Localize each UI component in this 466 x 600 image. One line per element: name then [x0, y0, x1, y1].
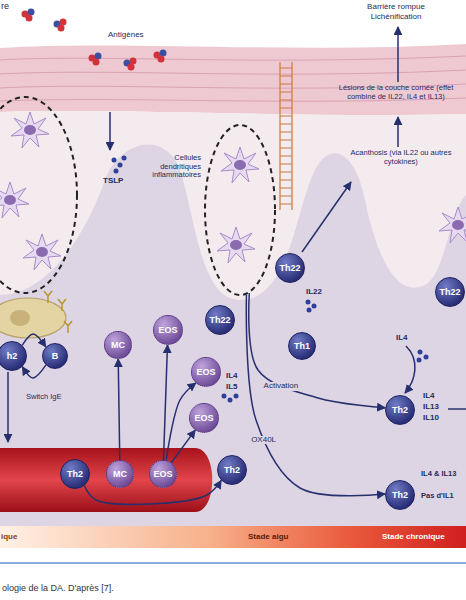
dendritic-zone-outline — [0, 97, 77, 293]
plasma-cell — [0, 291, 72, 338]
cell-label: EOS — [158, 326, 177, 335]
figure-frame — [0, 562, 466, 564]
cell-label: Th2 — [67, 470, 83, 479]
cell-label: MC — [113, 470, 127, 479]
cell-label: Th2 — [392, 491, 408, 500]
dendritic-cell — [217, 227, 255, 263]
cell-label: EOS — [194, 414, 213, 423]
annotation: Lésions de la couche cornée (effet combi… — [328, 84, 464, 101]
annotation: Pas d'IL1 — [421, 492, 454, 501]
dendritic-cell — [439, 207, 466, 243]
lymphocyte-cell: Th22 — [275, 253, 305, 283]
lymphocyte-cell: Th2 — [385, 480, 415, 510]
granulocyte-cell: EOS — [149, 460, 177, 488]
stage-label: Stade aigu — [248, 532, 288, 541]
stage-label: ique — [1, 532, 17, 541]
arrows — [8, 27, 466, 442]
granulocyte-cell: EOS — [153, 315, 183, 345]
lymphocyte-cell: B — [42, 343, 68, 369]
zone-outline — [205, 125, 275, 295]
dermis — [0, 145, 466, 526]
cell-label: EOS — [153, 470, 172, 479]
dendritic-cell — [23, 234, 61, 270]
cell-label: h2 — [7, 352, 18, 361]
arrow-connector — [22, 365, 45, 378]
lymphocyte-cell: Th2 — [217, 455, 247, 485]
dendritic-cell — [221, 147, 259, 183]
annotation: IL10 — [423, 413, 439, 422]
annotation: IL4 — [226, 371, 238, 380]
arrow-connector — [246, 295, 385, 496]
epidermis — [0, 111, 466, 526]
granulocyte-cell: MC — [104, 331, 132, 359]
dendritic-cell — [0, 182, 29, 218]
annotation: IL4 — [423, 391, 435, 400]
arrow-connector — [118, 359, 120, 460]
zone-heading: Cellules dendritiques inflammatoires — [137, 154, 201, 180]
annotation: re — [1, 1, 9, 11]
cell-label: Th2 — [224, 466, 240, 475]
annotation: Antigènes — [108, 30, 144, 39]
cytokine-dots — [112, 156, 429, 403]
desmosome-ladder — [280, 62, 292, 210]
edge-label: OX40L — [250, 436, 277, 445]
stage-bar — [0, 526, 466, 548]
dendritic-cell-zone: Cellules dendritiques inflammatoires — [204, 124, 276, 296]
annotation: IL4 & IL13 — [421, 470, 463, 479]
annotation: IL22 — [306, 287, 322, 296]
cell-label: Th22 — [439, 288, 460, 297]
figure-caption: ologie de la DA. D'après [7]. — [2, 583, 114, 593]
cell-label: MC — [111, 341, 125, 350]
annotation: IL5 — [226, 382, 238, 391]
dendritic-cell — [11, 112, 49, 148]
annotation: IL13 — [423, 402, 439, 411]
arrow-connector — [171, 430, 195, 463]
annotation: Switch IgE — [26, 393, 61, 402]
cell-label: B — [52, 352, 59, 361]
lymphocyte-cell: Th22 — [205, 305, 235, 335]
granulocyte-cell: MC — [106, 460, 134, 488]
annotation: TSLP — [103, 176, 123, 185]
arrow-connector — [249, 293, 385, 408]
cell-label: EOS — [196, 368, 215, 377]
lymphocyte-cell: Th2 — [385, 395, 415, 425]
stratum-corneum — [0, 44, 466, 115]
lymphocyte-cell: Th2 — [60, 459, 90, 489]
arrow-connector — [22, 334, 45, 347]
cell-label: Th22 — [279, 264, 300, 273]
zone-outline — [204, 124, 276, 296]
cell-label: Th2 — [392, 406, 408, 415]
cell-label: Th1 — [294, 342, 310, 351]
granulocyte-cell: EOS — [189, 403, 219, 433]
cell-label: Th22 — [209, 316, 230, 325]
annotation: Lichénification — [346, 12, 446, 21]
lymphocyte-cell: Th22 — [435, 277, 465, 307]
corneum-texture — [0, 56, 466, 101]
annotation: Barrière rompue — [346, 2, 446, 11]
annotation: Acanthosis (via IL22 ou autres cytokines… — [346, 149, 456, 166]
antigens — [22, 9, 167, 71]
edge-label: Activation — [263, 382, 300, 391]
lymphocyte-cell: Th1 — [288, 332, 316, 360]
granulocyte-cell: EOS — [191, 357, 221, 387]
stage-label: Stade chronique — [382, 532, 445, 541]
annotation: IL4 — [396, 333, 408, 342]
arrow-connector — [163, 345, 167, 460]
